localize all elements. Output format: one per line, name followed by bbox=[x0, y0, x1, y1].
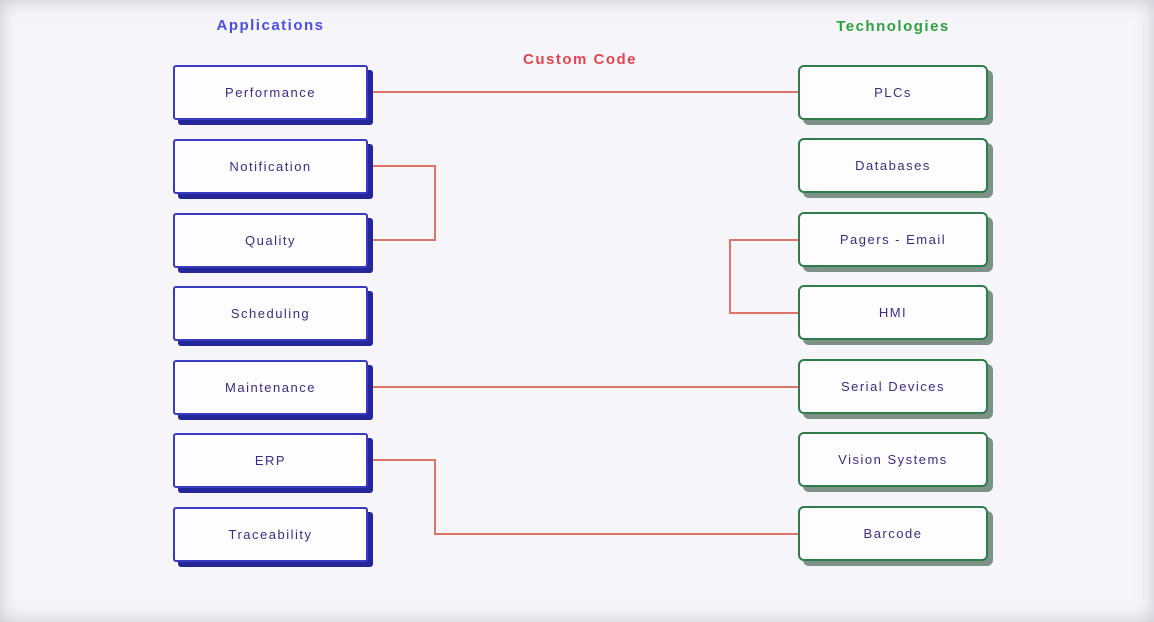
column-header-applications: Applications bbox=[216, 17, 325, 34]
custom-code-label: Custom Code bbox=[523, 51, 637, 68]
tech-node-serial-devices: Serial Devices bbox=[798, 359, 988, 414]
tech-node-label: Barcode bbox=[863, 526, 923, 541]
tech-node-label: Serial Devices bbox=[840, 379, 946, 394]
app-node-notification: Notification bbox=[173, 139, 368, 194]
app-node-maintenance: Maintenance bbox=[173, 360, 368, 415]
tech-node-label: PLCs bbox=[874, 85, 912, 100]
app-node-quality: Quality bbox=[173, 213, 368, 268]
app-node-scheduling: Scheduling bbox=[173, 286, 368, 341]
app-node-label: Scheduling bbox=[230, 306, 311, 321]
app-node-traceability: Traceability bbox=[173, 507, 368, 562]
tech-node-pagers-email: Pagers - Email bbox=[798, 212, 988, 267]
app-node-label: Quality bbox=[245, 233, 296, 248]
app-node-label: Notification bbox=[229, 159, 312, 174]
tech-node-barcode: Barcode bbox=[798, 506, 988, 561]
tech-node-databases: Databases bbox=[798, 138, 988, 193]
tech-node-label: Vision Systems bbox=[838, 452, 948, 467]
connection-notification-to-quality bbox=[368, 165, 436, 241]
tech-node-hmi: HMI bbox=[798, 285, 988, 340]
app-node-label: Performance bbox=[225, 85, 316, 100]
app-node-performance: Performance bbox=[173, 65, 368, 120]
tech-node-plcs: PLCs bbox=[798, 65, 988, 120]
connection-erp-to-barcode bbox=[368, 459, 798, 535]
app-node-label: Traceability bbox=[228, 527, 313, 542]
app-node-label: Maintenance bbox=[225, 380, 316, 395]
tech-node-vision-systems: Vision Systems bbox=[798, 432, 988, 487]
app-node-label: ERP bbox=[254, 453, 287, 468]
connection-pagers-email-to-hmi bbox=[729, 239, 798, 314]
column-header-technologies: Technologies bbox=[836, 18, 950, 35]
app-node-erp: ERP bbox=[173, 433, 368, 488]
tech-node-label: Pagers - Email bbox=[839, 232, 947, 247]
tech-node-label: Databases bbox=[855, 158, 931, 173]
tech-node-label: HMI bbox=[878, 305, 908, 320]
